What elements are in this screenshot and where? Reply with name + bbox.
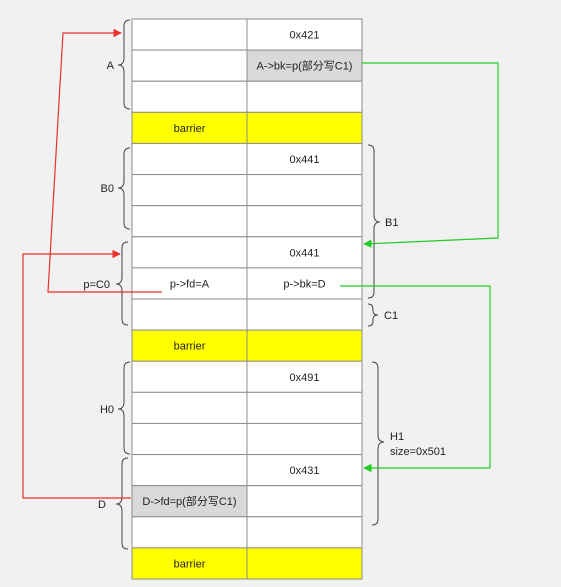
cell-r2-c1 (131, 80, 248, 113)
cell-r4-c1 (131, 142, 248, 176)
cell-r5-c2 (246, 174, 363, 207)
brace-C0 (115, 241, 129, 326)
cell-text-r15-c1: D->fd=p(部分写C1) (142, 494, 236, 508)
label-C1: C1 (384, 310, 398, 322)
cell-r9-c2 (246, 298, 363, 331)
cell-text-r8-c1: p->fd=A (170, 278, 210, 290)
label-H1: H1 (390, 431, 404, 443)
cell-r1-c1 (131, 49, 248, 82)
label-D: D (98, 499, 106, 511)
cell-text-r10-c1: barrier (174, 341, 206, 353)
brace-C1 (367, 303, 379, 327)
cell-r13-c2 (246, 422, 363, 456)
cell-r10-c1 (131, 329, 248, 362)
cell-r4-c2 (246, 142, 363, 176)
cell-r5-c1 (131, 174, 248, 207)
brace-H0 (117, 361, 131, 455)
brace-B0 (117, 147, 131, 230)
cell-r12-c1 (131, 391, 248, 424)
cell-r8-c1 (131, 267, 248, 300)
cell-text-r8-c2: p->bk=D (283, 278, 325, 290)
cell-text-r0-c2: 0x421 (290, 30, 320, 42)
cell-r14-c1 (131, 454, 248, 487)
arrow-D-fd-to-p (22, 249, 131, 499)
cell-text-r14-c2: 0x431 (290, 465, 320, 477)
cell-r1-c2 (246, 49, 363, 82)
label-A: A (107, 60, 115, 72)
label-H1-size: size=0x501 (390, 446, 446, 458)
label-B0: B0 (101, 183, 114, 195)
cell-r0-c1 (131, 18, 248, 51)
cell-r6-c2 (246, 205, 363, 238)
cell-text-r11-c2: 0x491 (290, 372, 320, 384)
arrow-p-fd-to-A (47, 28, 162, 293)
cell-r10-c2 (246, 329, 363, 362)
cell-r12-c2 (246, 391, 363, 424)
cell-r6-c1 (131, 205, 248, 238)
cell-r11-c1 (131, 360, 248, 393)
brace-A (117, 19, 131, 110)
brace-D (115, 457, 129, 550)
cell-r14-c2 (246, 454, 363, 487)
cell-text-r7-c2: 0x441 (290, 247, 320, 259)
arrow-A-bk-to-p (362, 62, 499, 248)
brace-B1 (367, 144, 381, 299)
cell-text-r1-c2: A->bk=p(部分写C1) (257, 59, 353, 73)
cell-r15-c2 (246, 485, 363, 518)
cell-r16-c1 (131, 516, 248, 549)
label-B1: B1 (385, 217, 398, 229)
cell-r0-c2 (246, 18, 363, 51)
cell-r3-c1 (131, 111, 248, 144)
cell-r7-c1 (131, 236, 248, 269)
cell-text-r3-c1: barrier (174, 123, 206, 135)
cell-r9-c1 (131, 298, 248, 331)
cell-r17-c2 (246, 547, 363, 580)
arrow-p-bk-to-D (340, 285, 491, 473)
cell-r13-c1 (131, 422, 248, 456)
brace-H1 (371, 361, 385, 526)
cell-text-r4-c2: 0x441 (290, 154, 320, 166)
cell-r2-c2 (246, 80, 363, 113)
label-p-C0: p=C0 (83, 279, 110, 291)
cell-text-r17-c1: barrier (174, 558, 206, 570)
cell-r3-c2 (246, 111, 363, 144)
cell-r16-c2 (246, 516, 363, 549)
label-H0: H0 (100, 404, 114, 416)
cell-r17-c1 (131, 547, 248, 580)
